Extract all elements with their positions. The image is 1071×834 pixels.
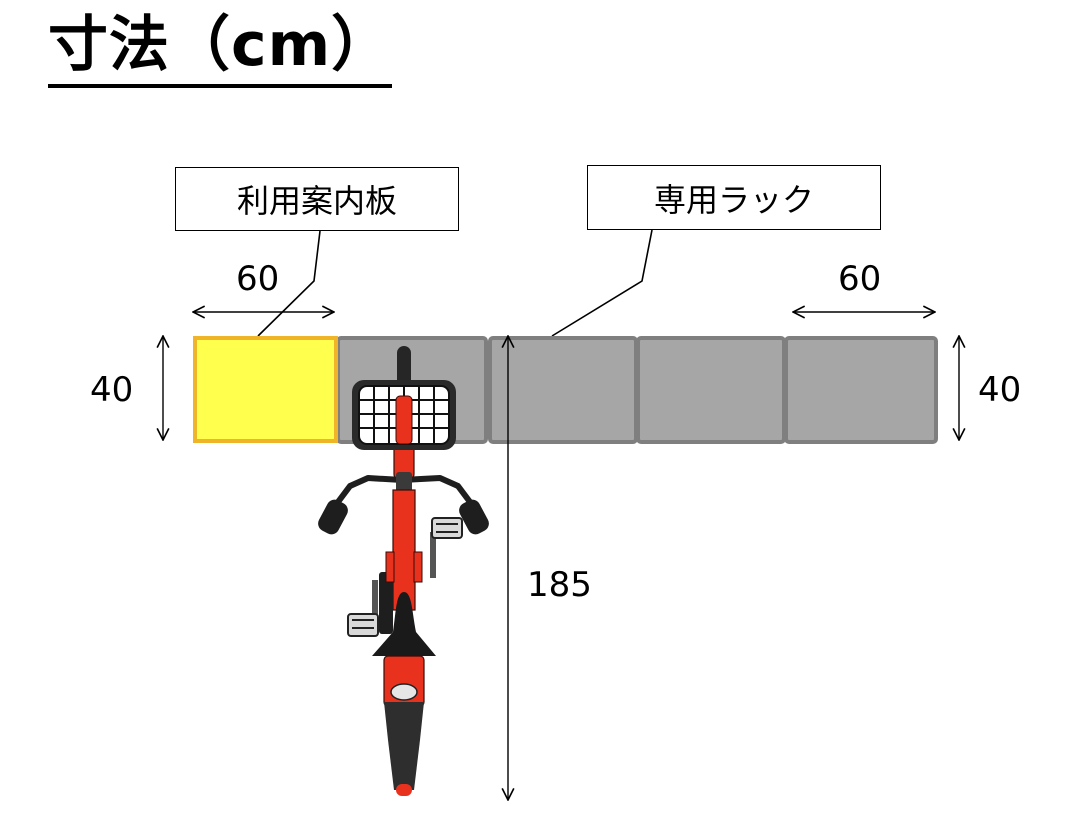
basket-icon [352, 380, 456, 450]
page-title: 寸法（cm） [48, 12, 393, 88]
rack-label: 専用ラック [653, 180, 814, 219]
info-board [193, 336, 338, 443]
right-height-label: 40 [978, 370, 1022, 410]
rack-segment [784, 336, 938, 444]
bicycle-length-label: 185 [527, 565, 592, 605]
rack-segment [488, 336, 638, 444]
left-height-label: 40 [90, 370, 134, 410]
rack-leader-line [551, 229, 653, 337]
board-callout: 利用案内板 [175, 167, 459, 231]
rack-width-label: 60 [838, 259, 882, 299]
rack-callout: 専用ラック [587, 165, 881, 230]
rack-segment [636, 336, 786, 444]
board-width-label: 60 [236, 259, 280, 299]
bicycle-icon [318, 346, 489, 796]
board-label: 利用案内板 [236, 182, 397, 220]
